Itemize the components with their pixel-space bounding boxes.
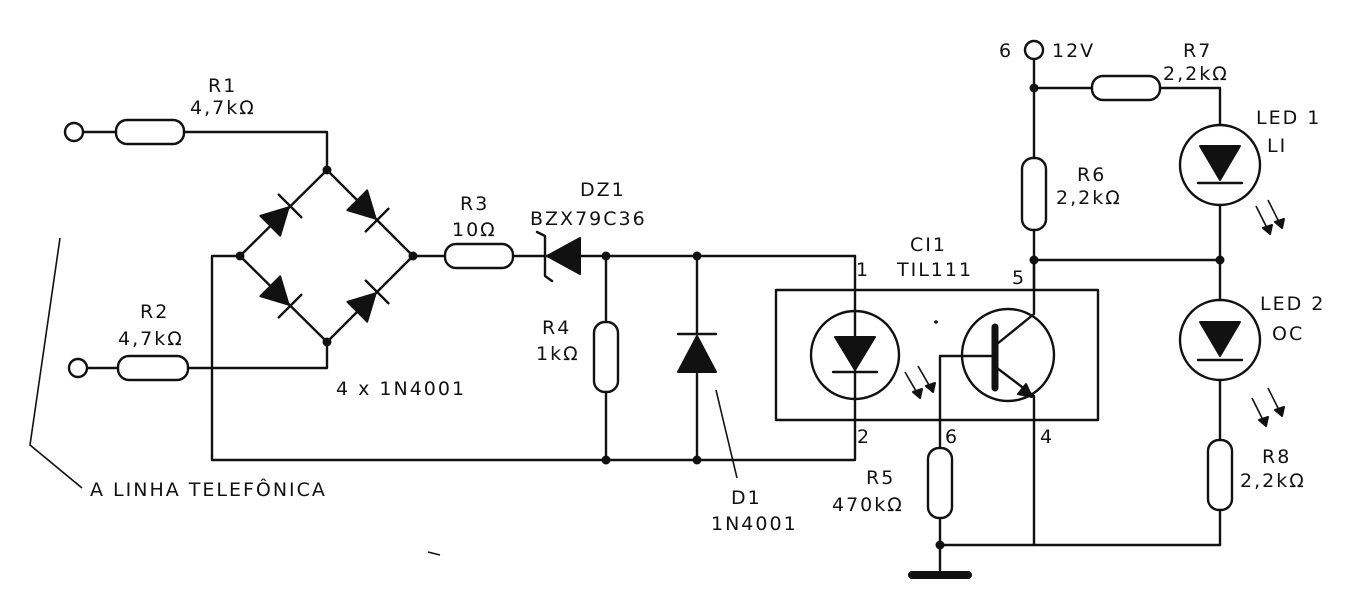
r4-ref: R4: [542, 317, 571, 339]
input-terminal-bottom: [67, 357, 120, 379]
resistor-r2: [116, 354, 190, 382]
resistor-r5: [926, 446, 954, 520]
r8-ref: R8: [1262, 446, 1291, 468]
r8-value: 2,2kΩ: [1240, 470, 1306, 492]
resistor-r4: [592, 320, 620, 394]
r1-value: 4,7kΩ: [190, 97, 256, 119]
r2-value: 4,7kΩ: [118, 328, 184, 350]
input-terminal-top: [63, 121, 118, 143]
dz1-value: BZX79C36: [530, 208, 647, 230]
line-label: A LINHA TELEFÔNICA: [90, 477, 327, 501]
r3-value: 10Ω: [452, 219, 497, 241]
resistor-r7: [1090, 74, 1162, 102]
dz1-ref: DZ1: [580, 179, 626, 201]
resistor-r1: [114, 118, 186, 146]
r5-value: 470kΩ: [832, 494, 904, 516]
pin-2: 2: [857, 426, 871, 448]
d1-ref: D1: [731, 487, 762, 509]
r1-ref: R1: [208, 75, 237, 97]
ci1-value: TIL111: [896, 259, 973, 281]
pin-5: 5: [1012, 267, 1026, 289]
r6-value: 2,2kΩ: [1056, 187, 1122, 209]
pin-4: 4: [1040, 426, 1054, 448]
ci1-ref: CI1: [910, 234, 947, 256]
bridge-rectifier: [235, 165, 418, 347]
r4-value: 1kΩ: [536, 343, 580, 365]
bridge-value: 4 x 1N4001: [336, 378, 466, 400]
led2-value: OC: [1272, 323, 1304, 345]
diode-d1: [676, 332, 718, 373]
supply-terminal: [1023, 39, 1045, 61]
pin-6: 6: [945, 426, 959, 448]
d1-value: 1N4001: [711, 513, 798, 535]
led1-value: LI: [1267, 135, 1287, 157]
zener-dz1: [535, 230, 581, 283]
r2-ref: R2: [140, 301, 169, 323]
resistor-r3: [443, 242, 515, 270]
r3-ref: R3: [460, 193, 489, 215]
pin-1: 1: [856, 259, 870, 281]
led-2: [1178, 298, 1285, 427]
resistor-r6: [1020, 156, 1048, 232]
led2-ref: LED 2: [1260, 293, 1325, 315]
r5-ref: R5: [866, 467, 895, 489]
led1-ref: LED 1: [1256, 107, 1321, 129]
resistor-r8: [1206, 438, 1234, 512]
r7-ref: R7: [1183, 40, 1212, 62]
r7-value: 2,2kΩ: [1163, 63, 1229, 85]
r6-ref: R6: [1077, 164, 1106, 186]
line-bracket: [29, 237, 83, 489]
optocoupler-ci1: [774, 254, 1100, 547]
supply-voltage: 12V: [1052, 40, 1095, 62]
supply-pin: 6: [999, 40, 1013, 62]
